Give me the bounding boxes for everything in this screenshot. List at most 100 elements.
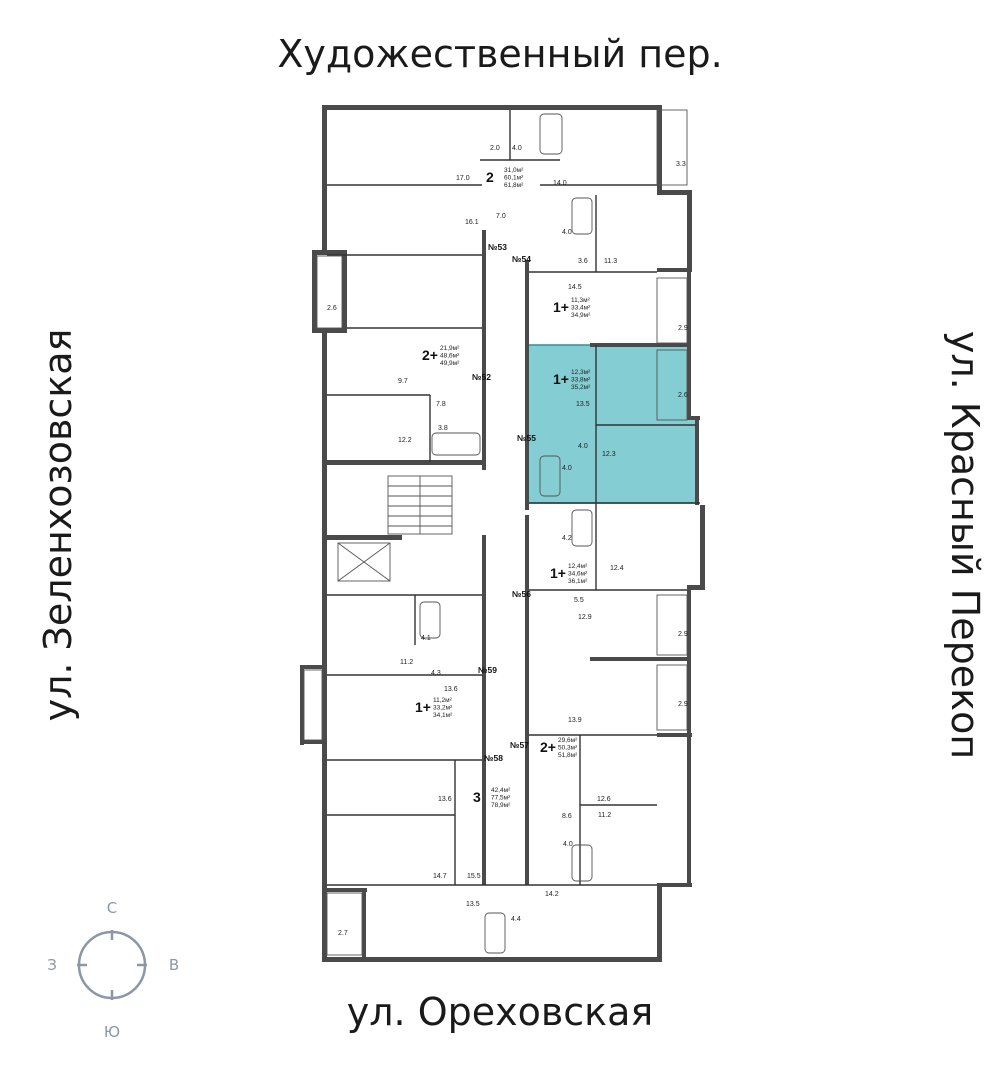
- room-area-label: 4.0: [562, 229, 572, 236]
- apartment-area-value: 29,6м²: [558, 737, 578, 744]
- apartment-number[interactable]: №59: [478, 665, 497, 675]
- apartment-number[interactable]: №54: [512, 254, 531, 264]
- room-area-label: 7.0: [496, 213, 506, 220]
- street-label-bottom: ул. Ореховская: [346, 990, 654, 1034]
- room-area-label: 14.0: [553, 180, 567, 187]
- apartment-area-value: 11,2м²: [433, 697, 453, 704]
- apartment-room-count: 2: [486, 169, 494, 185]
- room-area-label: 15.5: [467, 873, 481, 880]
- apartment-room-count: 2+: [540, 739, 556, 755]
- apartment-area-value: 12,3м²: [571, 369, 591, 376]
- compass-east: В: [169, 956, 179, 974]
- apartment-number[interactable]: №57: [510, 740, 529, 750]
- street-label-top: Художественный пер.: [277, 32, 723, 76]
- highlighted-apartment[interactable]: [527, 344, 699, 504]
- room-area-label: 2.9: [678, 701, 688, 708]
- room-area-label: 3.6: [578, 258, 588, 265]
- apartment-55-area[interactable]: [527, 344, 699, 504]
- apartment-area-value: 34,6м²: [568, 571, 588, 578]
- room-area-label: 11.3: [604, 258, 617, 265]
- room-area-label: 9.7: [398, 378, 408, 385]
- apartment-area-value: 42,4м²: [491, 787, 511, 794]
- compass-ring: [77, 930, 147, 1000]
- room-area-label: 14.2: [545, 891, 559, 898]
- apartment-area-value: 33,8м²: [571, 377, 591, 384]
- apartment-area-value: 31,0м²: [504, 167, 524, 174]
- room-area-label: 11.2: [400, 659, 413, 666]
- room-area-label: 13.6: [438, 796, 452, 803]
- compass-west: З: [47, 956, 57, 974]
- apartment-area-value: 77,5м²: [491, 795, 511, 802]
- room-area-label: 2.6: [327, 305, 337, 312]
- room-area-label: 5.5: [574, 597, 584, 604]
- room-area-label: 13.9: [568, 717, 582, 724]
- apartment-area-value: 34,1м²: [433, 712, 453, 719]
- elevator-icon: [337, 542, 391, 582]
- room-area-label: 4.3: [431, 670, 441, 677]
- room-area-label: 12.3: [602, 451, 616, 458]
- compass-south: Ю: [104, 1023, 120, 1041]
- apartment-room-count: 2+: [422, 347, 438, 363]
- room-area-label: 7.8: [436, 401, 446, 408]
- apartment-area-value: 60,1м²: [504, 175, 524, 182]
- apartment-room-count: 1+: [553, 371, 569, 387]
- apartment-room-count: 1+: [553, 299, 569, 315]
- apartment-number[interactable]: №56: [512, 589, 531, 599]
- room-area-label: 4.1: [421, 635, 431, 642]
- apartment-area-value: 21,9м²: [440, 345, 460, 352]
- apartment-area-value: 35,2м²: [571, 384, 591, 391]
- room-area-label: 12.4: [610, 565, 624, 572]
- apartment-area-value: 34,9м²: [571, 312, 591, 319]
- apartment-area-value: 78,9м²: [491, 802, 511, 809]
- apartment-room-count: 1+: [415, 699, 431, 715]
- apartment-number[interactable]: №53: [488, 242, 507, 252]
- apartment-area-value: 61,8м²: [504, 182, 524, 189]
- room-area-label: 16.1: [465, 219, 479, 226]
- room-area-label: 4.0: [563, 841, 573, 848]
- apartment-area-value: 33,2м²: [433, 705, 453, 712]
- apartment-area-value: 49,9м²: [440, 360, 460, 367]
- room-area-label: 12.9: [578, 614, 592, 621]
- room-area-label: 12.2: [398, 437, 412, 444]
- room-area-label: 2.9: [678, 631, 688, 638]
- room-area-label: 14.7: [433, 873, 447, 880]
- room-area-label: 11.2: [598, 812, 611, 819]
- room-area-label: 12.6: [597, 796, 611, 803]
- apartment-number[interactable]: №58: [484, 753, 503, 763]
- apartment-number[interactable]: №52: [472, 372, 491, 382]
- apartment-area-value: 12,4м²: [568, 563, 588, 570]
- room-area-label: 4.0: [562, 465, 572, 472]
- room-area-label: 2.7: [338, 930, 348, 937]
- apartment-area-value: 36,1м²: [568, 578, 588, 585]
- room-area-label: 13.5: [466, 901, 480, 908]
- room-area-label: 2.0: [490, 145, 500, 152]
- apartment-area-value: 51,8м²: [558, 752, 578, 759]
- interior-partitions: [303, 109, 700, 956]
- room-area-label: 13.5: [576, 401, 590, 408]
- room-area-label: 17.0: [456, 175, 470, 182]
- apartment-room-count: 1+: [550, 565, 566, 581]
- compass: С Ю З В: [47, 899, 179, 1041]
- building-walls: [300, 105, 705, 962]
- staircase: [387, 475, 453, 535]
- apartment-area-value: 11,3м²: [571, 297, 591, 304]
- room-area-label: 13.6: [444, 686, 458, 693]
- bathroom-fixtures: [419, 113, 593, 954]
- room-area-label: 4.2: [562, 535, 572, 542]
- room-area-label: 14.5: [568, 284, 582, 291]
- apartment-area-value: 33,4м²: [571, 305, 591, 312]
- room-area-label: 8.6: [562, 813, 572, 820]
- apartment-number[interactable]: №55: [517, 433, 536, 443]
- apartment-area-value: 48,6м²: [440, 353, 460, 360]
- compass-north: С: [107, 899, 117, 917]
- room-area-label: 4.0: [578, 443, 588, 450]
- room-area-label: 4.0: [512, 145, 522, 152]
- room-area-label: 2.9: [678, 325, 688, 332]
- apartment-room-count: 3: [473, 789, 481, 805]
- room-area-label: 2.6: [678, 392, 688, 399]
- room-area-label: 3.8: [438, 425, 448, 432]
- apartment-area-value: 50,3м²: [558, 745, 578, 752]
